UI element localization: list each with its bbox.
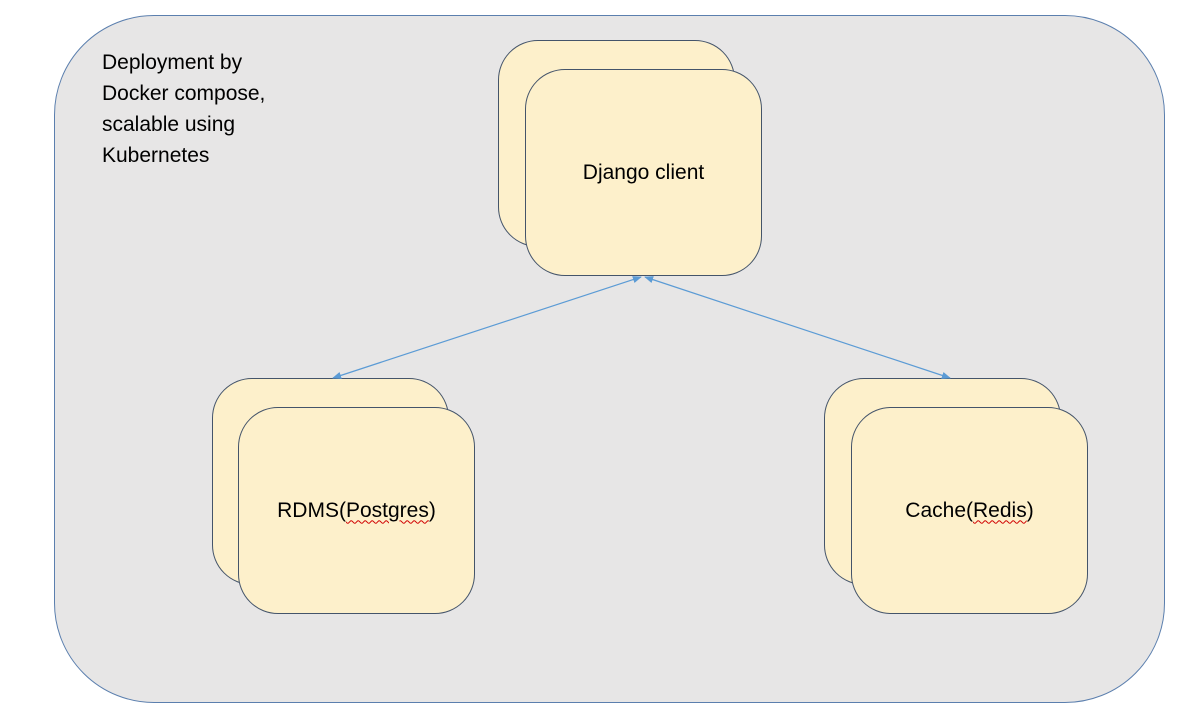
caption-line-1: Deployment by <box>102 51 243 74</box>
caption-line-3: scalable using <box>102 113 236 136</box>
rdms-label-name: Postgres <box>345 498 429 522</box>
deployment-caption: Deployment by Docker compose, scalable u… <box>102 47 312 171</box>
cache-label-prefix: Cache( <box>905 498 973 522</box>
django-card-label: Django client <box>582 160 705 184</box>
rdms-card-label: RDMS(Postgres) <box>277 499 436 523</box>
rdms-label-suffix: ) <box>428 498 436 522</box>
rdms-label-prefix: RDMS( <box>277 498 346 522</box>
django-card[interactable]: Django client <box>525 69 762 276</box>
caption-line-4: Kubernetes <box>102 144 210 167</box>
rdms-card[interactable]: RDMS(Postgres) <box>238 407 475 614</box>
cache-card[interactable]: Cache(Redis) <box>851 407 1088 614</box>
cache-label-name: Redis <box>973 498 1027 522</box>
caption-line-2: Docker compose, <box>102 82 266 105</box>
cache-label-suffix: ) <box>1026 498 1034 522</box>
cache-card-label: Cache(Redis) <box>905 499 1033 523</box>
